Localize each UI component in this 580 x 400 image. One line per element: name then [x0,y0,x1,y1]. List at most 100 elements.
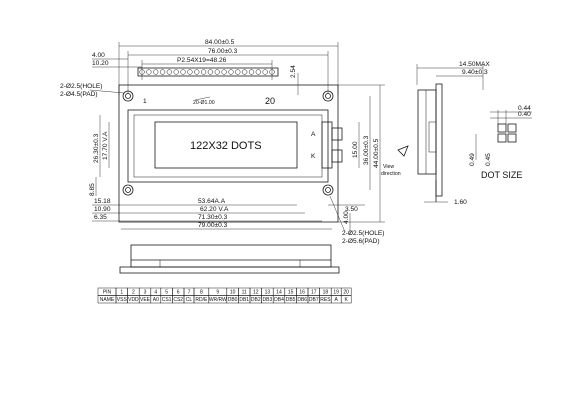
pcb-outline: 122X32 DOTS A K [118,84,339,223]
pin-hole [207,69,214,75]
pin-number-cell: 11 [242,290,247,296]
hole-label-right-1: 2-Ø2.5(HOLE) [342,230,385,237]
pin-name-cell: DB0 [228,297,238,303]
dim-offset-b: 10.20 [92,60,109,67]
view-direction-label-2: direction [381,171,401,177]
dot-h1: 0.49 [469,153,476,166]
side-view: 14.50MAX 9.40±0.3 1.60 View direction [381,61,490,206]
pin-number-cell: 2 [132,290,135,296]
pin-header-cell: PIN [103,290,112,296]
pin-name-cell: CL [186,297,193,303]
mounting-holes-top: 2-Ø2.5(HOLE) 2-Ø4.5(PAD) [60,83,334,102]
dim-pad: 1.60 [454,199,467,206]
bottom-profile [119,244,340,274]
pin-hole [153,69,159,75]
pin-name-cell: K [345,297,349,303]
pin-table: PINNAME1VSS2VDD3VEE4A05CS16CS27CL8RD/E9W… [97,287,352,304]
dot-w2: 0.40 [518,111,531,118]
left-dimensions: 26.30±0.3 17.70 V.A 8.85 [89,115,110,196]
pin-number-cell: 8 [200,290,203,296]
dot-h2: 0.45 [485,153,492,166]
pin-number-cell: 3 [144,290,147,296]
pin-number-cell: 12 [253,290,259,296]
pin-hole [166,69,173,75]
pin-name-cell: CS1 [162,297,172,303]
pin-hole [194,69,200,75]
dim-vertical-aa: 17.70 V.A [102,131,109,160]
pin-name-cell: CS2 [173,297,183,303]
mounting-holes-bottom [122,184,334,196]
pin-number-cell: 7 [188,290,191,296]
pin-number-cell: 16 [299,290,305,296]
pin-name-cell: DB1 [239,297,249,303]
pin-name-cell: A0 [153,297,159,303]
dim-left-offset: 8.85 [89,183,96,196]
dim-vertical-hole: 36.00±0.3 [363,135,370,165]
dim-va-width: 62.20 V.A [200,206,229,213]
pin-number-cell: 15 [288,290,294,296]
led-k-label: K [311,153,316,160]
pin-number-cell: 10 [230,290,236,296]
pin-number-cell: 9 [216,290,219,296]
pin-name-cell: DB6 [297,297,307,303]
pin-number-cell: 13 [265,290,271,296]
dim-vertical-conn: 15.00 [352,141,359,158]
pin-hole [146,69,152,75]
dim-pcb-width: 79.00±0.3 [198,222,228,229]
pin-number-cell: 20 [343,290,349,296]
dim-hole-pitch: 76.00±0.3 [208,48,238,55]
pin-name-cell: VEE [140,297,151,303]
dim-thickness: 9.40±0.3 [462,69,488,76]
dot-size-label: DOT SIZE [481,170,522,180]
dim-pin-hole: 20-Ø1.00 [193,100,215,106]
pin-hole [200,69,207,75]
pin-header: 1 20 20-Ø1.00 [137,67,279,106]
hole-label-left-2: 2-Ø4.5(PAD) [60,91,98,98]
pin-hole [221,69,227,75]
pin-hole [159,69,166,75]
dim-pin-pitch: P2.54X19=48.26 [177,57,227,64]
display-label: 122X32 DOTS [190,140,262,152]
dot-w1: 0.44 [518,105,531,112]
pin-name-cell: A [335,297,339,303]
pin-hole [214,69,220,75]
pin-number-cell: 1 [120,290,123,296]
pin-hole [241,69,248,75]
pin-name-cell: DB7 [309,297,319,303]
hole-label-left-1: 2-Ø2.5(HOLE) [60,83,103,90]
pin-hole [248,69,255,75]
pin-name-cell: DB5 [286,297,296,303]
pin-hole [187,69,193,75]
dim-aa-width: 53.64A.A [198,198,226,205]
dim-left-6: 6.35 [94,214,107,221]
pin-number-cell: 17 [311,290,317,296]
led-a-label: A [311,131,316,138]
dim-edge-top: 2.54 [290,65,297,78]
pin-hole [235,69,241,75]
pin-hole [180,69,186,75]
dim-left-15: 15.18 [94,198,111,205]
pin-name-cell: RD/E [195,297,208,303]
dim-max-thickness: 14.50MAX [459,61,490,68]
pin-name-cell: VSS [117,297,128,303]
dim-vertical-va: 26.30±0.3 [93,133,100,163]
top-dimensions: 84.00±0.5 76.00±0.3 P2.54X19=48.26 4.00 … [92,39,339,95]
dim-vertical-height: 44.00±0.5 [373,138,380,168]
pin-number-cell: 4 [154,290,157,296]
pin-name-cell: VDD [128,297,139,303]
view-direction-label-1: View [383,164,394,170]
hole-label-right-2: 2-Ø5.6(PAD) [342,238,380,245]
dim-offset-a: 4.00 [92,52,105,59]
dim-right-350: 3.50 [345,206,358,213]
pin-number-cell: 14 [276,290,282,296]
bottom-dimensions: 53.64A.A 62.20 V.A 71.30±0.3 79.00±0.3 1… [92,195,385,245]
led-connector [321,121,343,169]
name-header-cell: NAME [100,297,115,303]
pin-name-cell: DB2 [251,297,261,303]
pin-hole [262,69,268,75]
vertical-dimensions: 44.00±0.5 36.00±0.3 15.00 [338,84,385,223]
pin-name-cell: WR/RW [209,297,227,303]
table-cell [340,295,352,304]
